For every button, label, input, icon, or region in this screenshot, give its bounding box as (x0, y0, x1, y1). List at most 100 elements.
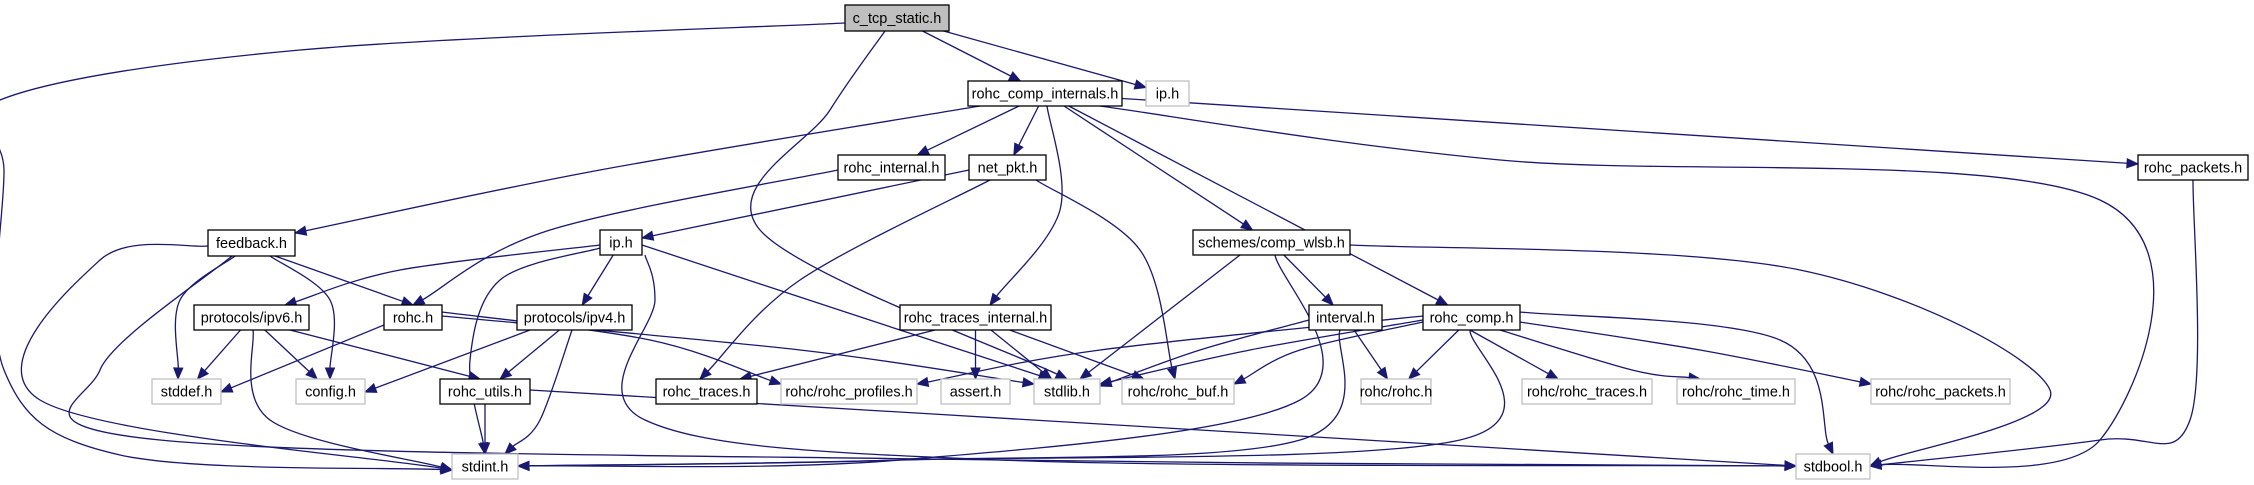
edge-line (587, 254, 614, 296)
edge-line (0, 22, 846, 471)
edge-line (621, 254, 1786, 467)
edge-line (707, 179, 991, 372)
node-label: protocols/ipv6.h (201, 311, 303, 327)
edge-rohc-comp-to-rohc-buf (1232, 321, 1424, 385)
edge-line (264, 329, 310, 372)
node-label: rohc/rohc_traces.h (1527, 385, 1647, 401)
edge-comp-wlsb-to-interval (1283, 254, 1335, 306)
arrowhead-icon (1133, 79, 1148, 90)
edge-rohc-comp-internals-to-rohc-packets (1121, 97, 2140, 169)
node-comp-wlsb[interactable]: schemes/comp_wlsb.h (1192, 229, 1351, 256)
node-label: rohc_internal.h (844, 161, 940, 177)
edge-line (990, 329, 1044, 373)
edge-line (1469, 329, 1549, 375)
node-stdint: stdint.h (451, 453, 519, 480)
node-rohc-internal[interactable]: rohc_internal.h (837, 154, 946, 181)
node-box (1033, 378, 1101, 405)
edge-line (250, 329, 442, 468)
node-label: rohc.h (393, 311, 433, 327)
node-box[interactable] (1422, 304, 1521, 331)
edge-line (922, 30, 1011, 77)
edge-line (305, 105, 981, 232)
node-box[interactable] (899, 304, 1052, 331)
node-net-pkt[interactable]: net_pkt.h (968, 154, 1047, 181)
node-label: stdbool.h (1804, 460, 1863, 476)
arrowhead-icon (1868, 456, 1883, 467)
arrowhead-icon (1078, 367, 1093, 380)
node-box[interactable] (439, 378, 531, 405)
arrowhead-icon (1054, 369, 1069, 380)
arrowhead-icon (293, 225, 308, 236)
node-label: stdint.h (462, 460, 509, 476)
node-box[interactable] (1308, 304, 1383, 331)
arrowhead-icon (2126, 157, 2140, 169)
edge-ipv6-to-stddef (196, 329, 242, 380)
node-rohc-utils[interactable]: rohc_utils.h (439, 378, 531, 405)
edge-line (1283, 254, 1326, 298)
edge-comp-wlsb-to-stdbool (1349, 244, 2052, 467)
node-rohc-comp[interactable]: rohc_comp.h (1422, 304, 1521, 331)
arrowhead-icon (640, 230, 655, 241)
edge-line (528, 254, 1324, 468)
node-rohc-packets[interactable]: rohc_packets.h (2137, 154, 2249, 181)
node-rohc-traces[interactable]: rohc_traces.h (655, 378, 758, 405)
node-label: config.h (305, 385, 356, 401)
arrowhead-icon (400, 296, 415, 307)
node-assert: assert.h (940, 378, 1011, 405)
node-box[interactable] (655, 378, 758, 405)
edge-rohc-comp-to-rohc-rohc-time (1499, 329, 1702, 383)
node-box[interactable] (967, 80, 1123, 107)
edge-ipv4-to-rohc-utils (499, 329, 560, 380)
node-rohc-comp-internals[interactable]: rohc_comp_internals.h (967, 80, 1123, 107)
node-feedback[interactable]: feedback.h (207, 229, 296, 257)
node-rohc-rohc-traces: rohc/rohc_traces.h (1521, 378, 1653, 405)
edge-line (289, 329, 470, 377)
node-ipv4[interactable]: protocols/ipv4.h (516, 304, 633, 331)
node-box[interactable] (193, 304, 310, 331)
arrowhead-icon (915, 376, 930, 388)
node-box (1676, 378, 1796, 405)
edge-line (996, 105, 1063, 297)
node-rohc[interactable]: rohc.h (383, 304, 443, 331)
node-rohc-rohc-time: rohc/rohc_time.h (1676, 378, 1796, 405)
node-box[interactable] (1192, 229, 1351, 256)
edge-comp-wlsb-to-stdlib (1078, 254, 1241, 380)
edge-rohc-traces-internal-to-assert (970, 330, 981, 381)
node-label: ip.h (609, 236, 632, 252)
edge-net-pkt-to-rohc-buf (1035, 179, 1178, 381)
node-box[interactable] (968, 154, 1047, 181)
edge-line (274, 255, 403, 302)
edge-line (422, 169, 839, 301)
node-label: rohc/rohc_profiles.h (785, 385, 912, 401)
node-ipv6[interactable]: protocols/ipv6.h (193, 304, 310, 331)
edge-line (1499, 329, 1690, 379)
node-box[interactable] (837, 154, 946, 181)
arrowhead-icon (1823, 441, 1834, 456)
arrowhead-icon (699, 367, 712, 380)
node-box[interactable] (2137, 154, 2249, 181)
edge-feedback-to-config (269, 255, 336, 381)
edge-line (468, 247, 601, 444)
node-c-tcp-static[interactable]: c_tcp_static.h (844, 4, 950, 32)
node-config: config.h (295, 378, 366, 405)
node-rohc-traces-internal[interactable]: rohc_traces_internal.h (899, 304, 1052, 331)
edge-rohc-comp-to-stdint (516, 329, 1506, 472)
node-rohc-profiles: rohc/rohc_profiles.h (780, 378, 918, 405)
edge-line (1416, 329, 1460, 372)
node-label: rohc_traces.h (663, 385, 751, 401)
node-box[interactable] (599, 229, 643, 256)
edge-feedback-to-stdint (21, 243, 454, 474)
node-interval[interactable]: interval.h (1308, 304, 1383, 331)
node-ip[interactable]: ip.h (599, 229, 643, 256)
edge-ipv6-to-rohc-utils (289, 329, 482, 382)
node-box[interactable] (207, 229, 296, 257)
node-box[interactable] (516, 304, 633, 331)
edge-c-tcp-static-to-ip-ext (943, 30, 1148, 90)
node-box[interactable] (844, 4, 950, 32)
arrowhead-icon (1321, 293, 1335, 306)
edge-ip-to-stdbool (621, 254, 1798, 472)
edge-line (295, 244, 601, 303)
node-box[interactable] (383, 304, 443, 331)
edge-feedback-to-stdbool (68, 255, 1798, 472)
node-label: rohc_comp.h (1430, 311, 1514, 327)
